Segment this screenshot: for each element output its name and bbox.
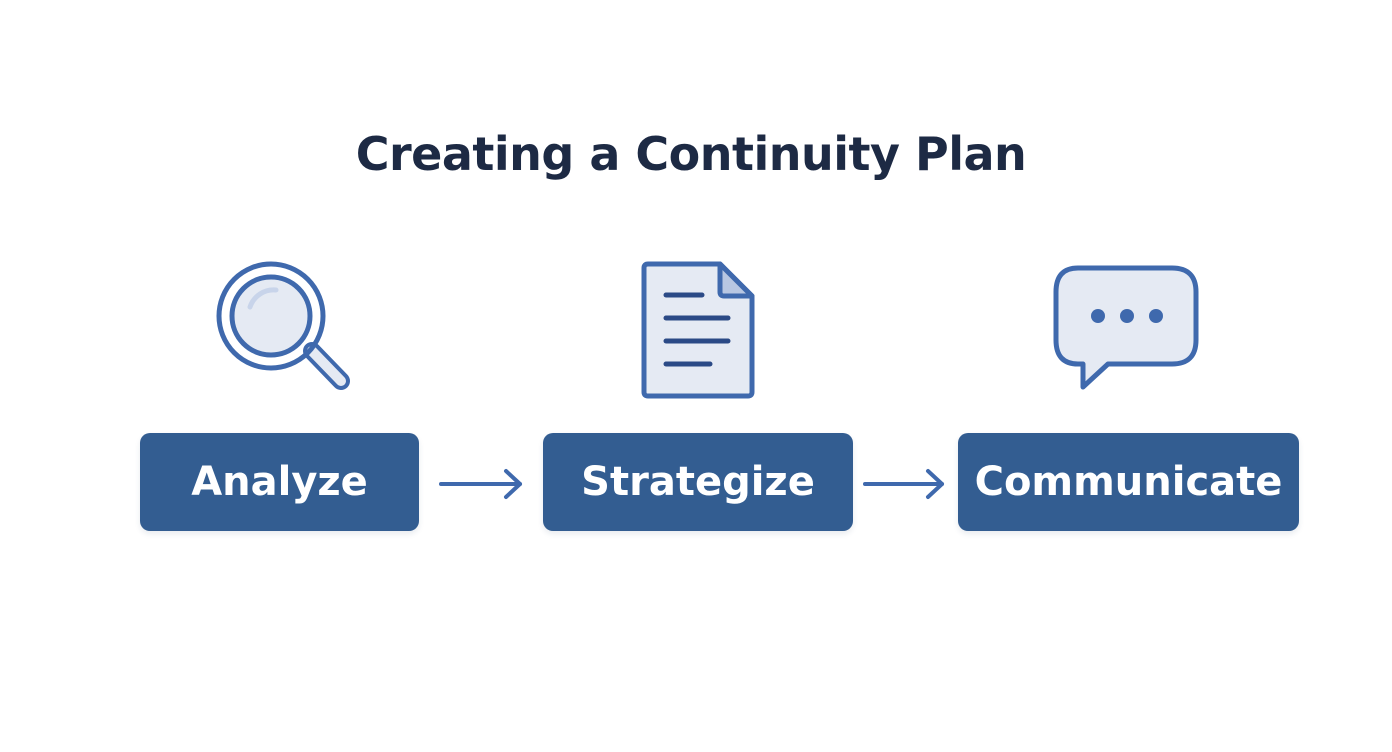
speech-bubble-icon [1053,265,1199,390]
step-strategize-label: Strategize [581,459,815,505]
arrow-right-icon [863,469,944,499]
step-communicate-label: Communicate [974,459,1283,505]
step-analyze-label: Analyze [191,459,368,505]
step-communicate: Communicate [958,433,1299,531]
diagram-title: Creating a Continuity Plan [355,127,1027,181]
document-icon [641,261,755,399]
step-analyze: Analyze [140,433,419,531]
magnifying-glass-icon [216,261,350,390]
arrow-right-icon [439,469,522,499]
step-strategize: Strategize [543,433,853,531]
